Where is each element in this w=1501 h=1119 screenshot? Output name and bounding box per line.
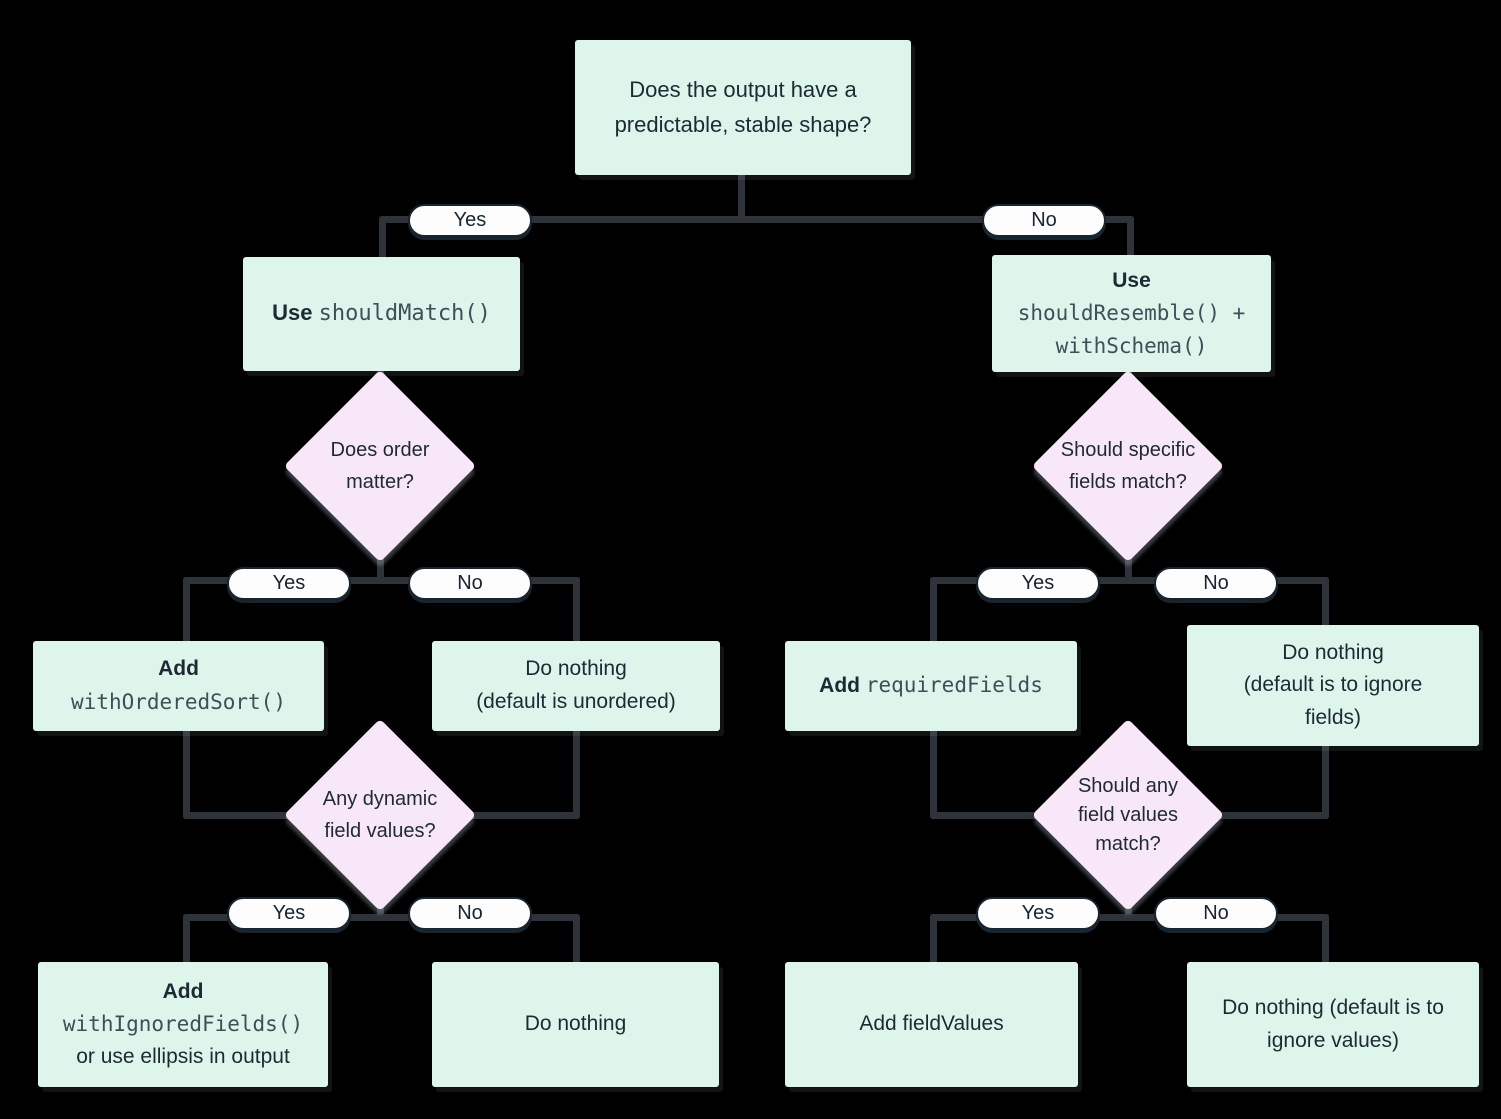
node-text: Do nothing	[525, 657, 627, 681]
pill-text: No	[1203, 902, 1229, 924]
node-label: Add	[158, 657, 199, 681]
node-code: withIgnoredFields()	[62, 1012, 304, 1037]
node-do-nothing-unordered: Do nothing (default is unordered)	[432, 641, 720, 731]
pill-text: No	[1031, 209, 1057, 231]
pill-text: Yes	[453, 209, 487, 231]
node-text: predictable, stable shape?	[614, 111, 872, 137]
decision-text: Should specific	[1060, 439, 1196, 461]
node-code: shouldMatch()	[318, 301, 491, 327]
connector-line	[930, 914, 1329, 921]
decision-text: field values?	[324, 820, 436, 842]
label-pill-no: No	[982, 204, 1106, 237]
decision-text: Any dynamic	[322, 788, 438, 810]
connector-line	[183, 914, 580, 921]
connector-line	[183, 914, 190, 966]
pill-text: No	[1203, 572, 1229, 594]
node-do-nothing: Do nothing	[432, 962, 719, 1087]
pill-text: Yes	[1021, 572, 1055, 594]
node-code: withOrderedSort()	[71, 690, 286, 714]
label-pill-yes: Yes	[227, 567, 351, 600]
connector-line	[573, 914, 580, 966]
node-label: Use	[272, 300, 313, 326]
label-pill-no: No	[1154, 567, 1278, 600]
decision-text: field values	[1077, 803, 1179, 826]
label-pill-yes: Yes	[976, 567, 1100, 600]
node-use-shouldmatch: Use shouldMatch()	[243, 257, 520, 371]
connector-line	[379, 216, 386, 262]
pill-text: No	[457, 572, 483, 594]
decision-does-order-matter: Does order matter?	[283, 369, 477, 563]
decision-text: Should any	[1077, 774, 1179, 797]
connector-line	[377, 903, 384, 921]
decision-should-any-field-values-match: Should any field values match?	[1031, 718, 1225, 912]
node-use-shouldresemble: Use shouldResemble() + withSchema()	[992, 255, 1271, 372]
connector-line	[1127, 216, 1134, 262]
node-text: Do nothing (default is to	[1222, 995, 1444, 1019]
connector-line	[930, 577, 1329, 584]
node-text: Do nothing	[1282, 640, 1384, 664]
connector-line	[377, 552, 384, 584]
node-code: shouldResemble() +	[1017, 301, 1246, 326]
node-text: Add requiredFields	[795, 669, 1067, 703]
decision-text: matter?	[346, 471, 414, 493]
pill-text: Yes	[272, 572, 306, 594]
node-text: Use shouldMatch()	[253, 296, 510, 331]
connector-line	[183, 577, 580, 584]
label-pill-no: No	[1154, 897, 1278, 930]
node-root-question: Does the output have a predictable, stab…	[575, 40, 911, 175]
label-pill-no: No	[408, 897, 532, 930]
decision-text: match?	[1095, 832, 1161, 855]
pill-text: Yes	[272, 902, 306, 924]
connector-line	[1125, 903, 1132, 921]
node-add-withorderedsort: Add withOrderedSort()	[33, 641, 324, 731]
decision-any-dynamic-field-values: Any dynamic field values?	[283, 718, 477, 912]
pill-text: Yes	[1021, 902, 1055, 924]
node-text: fields)	[1304, 705, 1362, 729]
node-add-requiredfields: Add requiredFields	[785, 641, 1077, 731]
node-text: Do nothing	[524, 1012, 627, 1036]
decision-text: Does order	[330, 439, 430, 461]
node-label: Use	[1112, 268, 1151, 292]
node-label: Add	[162, 979, 204, 1003]
node-text: Does the output have a	[629, 77, 857, 103]
node-code: withSchema()	[1055, 333, 1208, 358]
node-add-fieldvalues: Add fieldValues	[785, 962, 1078, 1087]
node-text: (default is unordered)	[476, 690, 676, 713]
node-do-nothing-ignore-values: Do nothing (default is to ignore values)	[1187, 962, 1479, 1087]
node-add-withignoredfields: Add withIgnoredFields() or use ellipsis …	[38, 962, 328, 1087]
connector-line	[1125, 552, 1132, 584]
decision-specific-fields-match: Should specific fields match?	[1031, 369, 1225, 563]
connector-line	[1322, 914, 1329, 966]
decision-text: fields match?	[1069, 471, 1187, 493]
node-code: requiredFields	[865, 673, 1043, 698]
node-text: ignore values)	[1267, 1028, 1399, 1052]
label-pill-yes: Yes	[976, 897, 1100, 930]
label-pill-no: No	[408, 567, 532, 600]
connector-line	[379, 216, 1134, 223]
pill-text: No	[457, 902, 483, 924]
node-do-nothing-ignore-fields: Do nothing (default is to ignore fields)	[1187, 625, 1479, 746]
label-pill-yes: Yes	[227, 897, 351, 930]
label-pill-yes: Yes	[408, 204, 532, 237]
node-text: Add fieldValues	[859, 1012, 1004, 1036]
connector-line	[930, 914, 937, 966]
node-label: Add	[819, 674, 860, 698]
node-text: or use ellipsis in output	[76, 1044, 290, 1068]
node-text: (default is to ignore	[1243, 673, 1423, 697]
connector-line	[738, 172, 745, 222]
